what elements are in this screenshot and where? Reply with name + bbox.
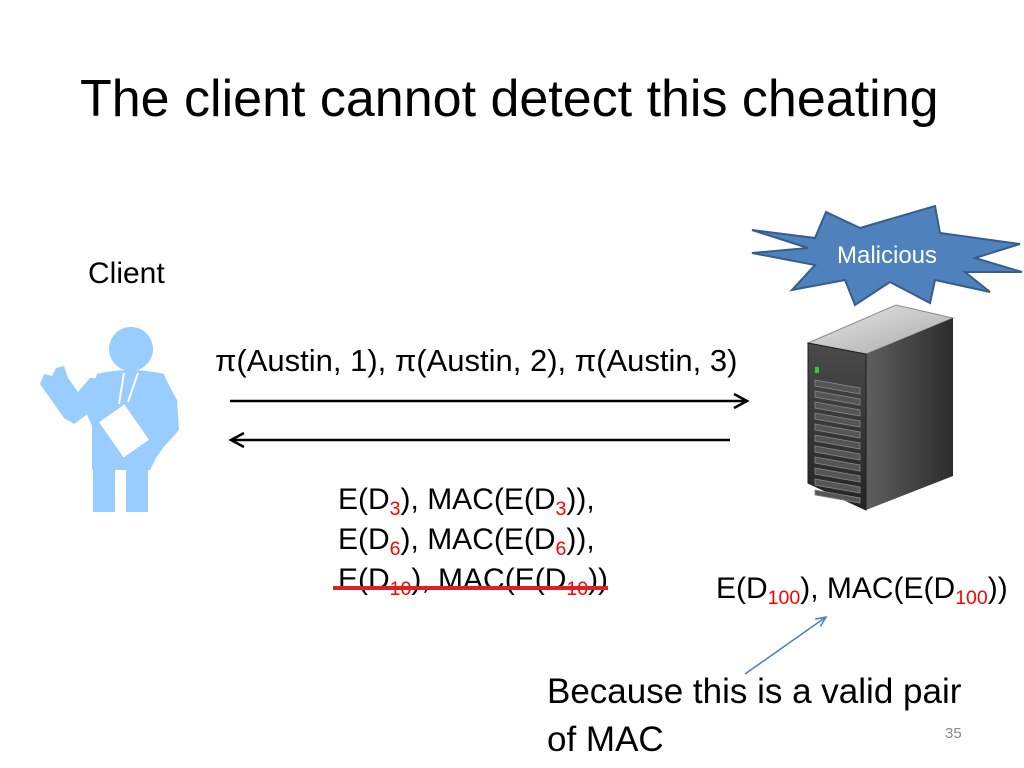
client-label: Client <box>88 257 165 290</box>
server-side <box>866 318 953 510</box>
person-right-leg <box>126 468 148 512</box>
line-suffix: )), <box>566 483 595 516</box>
strikethrough-line <box>333 586 608 590</box>
ciphertext-prefix: E(D <box>338 563 390 596</box>
drive-bays <box>814 379 861 504</box>
ciphertext-prefix: E(D <box>338 523 390 556</box>
block-index: 100 <box>955 586 988 609</box>
request-arrow <box>230 392 750 410</box>
line-suffix: )) <box>987 572 1008 605</box>
block-index: 6 <box>389 537 401 560</box>
server-icon <box>806 304 955 511</box>
mac-prefix: ), MAC(E(D <box>400 523 556 556</box>
ciphertext-prefix: E(D <box>716 572 768 605</box>
annotation-line: Because this is a valid pair <box>547 672 962 711</box>
line-suffix: )) <box>588 563 609 596</box>
lanyard <box>118 372 139 405</box>
response-line: E(D6), MAC(E(D6)), <box>338 520 608 560</box>
block-index: 6 <box>555 537 567 560</box>
pointer-arrow <box>744 615 828 675</box>
starburst-badge <box>751 204 1023 307</box>
person-right-arm <box>142 376 179 460</box>
annotation-line: of MAC <box>547 720 664 759</box>
person-icon <box>40 327 179 512</box>
response-line-struck: E(D10), MAC(E(D10)) <box>333 560 609 600</box>
block-index: 3 <box>389 497 401 520</box>
substitute-pair: E(D100), MAC(E(D100)) <box>716 572 1008 608</box>
response-block: E(D3), MAC(E(D3)), E(D6), MAC(E(D6)), E(… <box>333 480 609 600</box>
mac-prefix: ), MAC(E(D <box>400 483 556 516</box>
response-line: E(D3), MAC(E(D3)), <box>338 480 608 520</box>
mac-prefix: ), MAC(E(D <box>800 572 956 605</box>
line-suffix: )), <box>566 523 595 556</box>
page-number: 35 <box>945 725 962 742</box>
block-index: 100 <box>767 586 801 609</box>
request-text: π(Austin, 1), π(Austin, 2), π(Austin, 3) <box>215 343 738 378</box>
slide-title: The client cannot detect this cheating <box>80 70 939 128</box>
block-index: 3 <box>555 497 567 520</box>
power-led <box>815 367 819 373</box>
person-left-leg <box>93 468 115 512</box>
malicious-label: Malicious <box>836 242 938 269</box>
response-arrow <box>228 431 730 449</box>
clipboard <box>94 400 154 462</box>
annotation: Because this is a valid pair of MAC <box>547 668 961 764</box>
ciphertext-prefix: E(D <box>338 483 390 516</box>
mac-prefix: ), MAC(E(D <box>411 563 567 596</box>
person-raised-arm <box>40 366 99 424</box>
person-head <box>109 327 153 371</box>
